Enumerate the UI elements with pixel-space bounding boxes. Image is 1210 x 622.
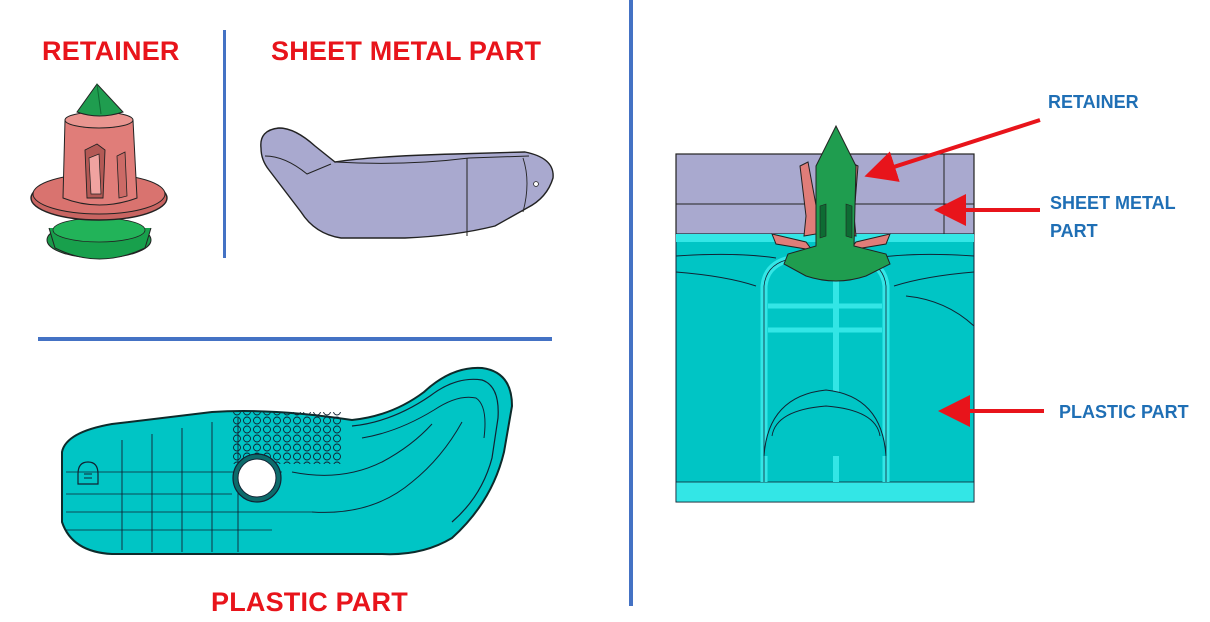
sheet-metal-label-line1: SHEET METAL [1050,193,1176,213]
retainer-part-image [30,83,168,260]
plastic-part-label: PLASTIC PART [1059,402,1189,422]
plastic-part-image [61,366,514,556]
vertical-divider-left-top [223,30,226,258]
vertical-divider-right [629,0,633,606]
retainer-title: RETAINER [42,36,180,66]
sheet-metal-label-line2: PART [1050,221,1098,241]
sheet-metal-part-image [260,127,554,239]
retainer-arrow [864,118,1041,182]
sheet-metal-title: SHEET METAL PART [271,36,542,66]
retainer-label: RETAINER [1048,92,1139,112]
horizontal-divider-left [38,337,552,341]
assembly-section-image [675,124,975,503]
plastic-part-title: PLASTIC PART [211,587,408,617]
